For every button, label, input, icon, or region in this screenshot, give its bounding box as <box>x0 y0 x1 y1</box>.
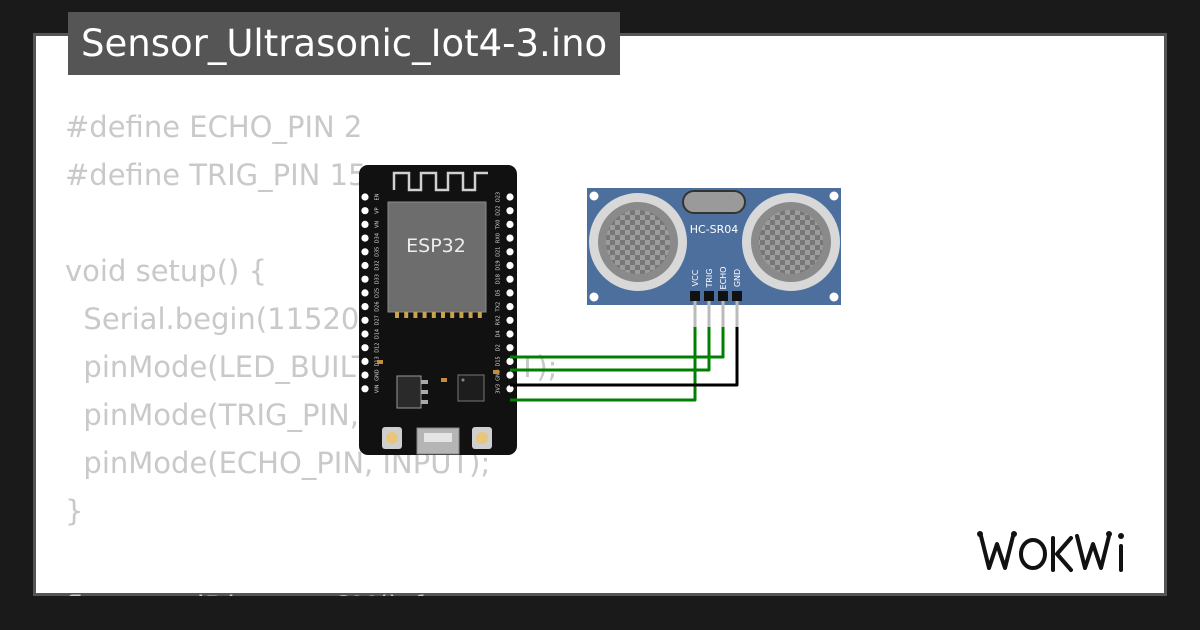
sensor-pin-label: GND <box>733 269 742 287</box>
esp32-pin-label: 3V3 <box>496 384 502 394</box>
esp32-pin-d35[interactable] <box>361 248 369 256</box>
esp32-pin-d4[interactable] <box>506 330 514 338</box>
esp32-pin-label: VP <box>375 207 381 213</box>
code-editor: #define ECHO_PIN 2 #define TRIG_PIN 15 voi… <box>65 103 557 596</box>
esp32-pin-rx0[interactable] <box>506 234 514 242</box>
esp32-pin-label: D15 <box>496 356 502 366</box>
esp32-chip <box>387 201 487 313</box>
esp32-pin-vp[interactable] <box>361 207 369 215</box>
esp32-pin-label: D25 <box>375 288 381 298</box>
usb-bridge-chip <box>457 374 485 402</box>
esp32-pin-label: RX2 <box>496 315 502 325</box>
preview-card <box>33 33 1167 596</box>
esp32-pin-label: D32 <box>375 260 381 270</box>
esp32-pin-label: TX0 <box>496 220 502 231</box>
wire-vcc <box>510 327 697 402</box>
esp32-pin-label: D33 <box>375 274 381 284</box>
esp32-pin-label: D2 <box>496 344 502 351</box>
sensor-pin-label: TRIG <box>705 268 714 288</box>
esp32-pin-d22[interactable] <box>506 207 514 215</box>
code-line: void setup() { <box>65 254 267 288</box>
esp32-pin-gnd[interactable] <box>361 371 369 379</box>
esp32-pin-rx2[interactable] <box>506 316 514 324</box>
esp32-pin-label: EN <box>375 193 381 200</box>
esp32-left-header: ENVPVND34D35D32D33D25D26D27D14D12D13GNDV… <box>361 193 381 393</box>
esp32-pin-3v3[interactable] <box>506 385 514 393</box>
esp32-pin-vn[interactable] <box>361 220 369 228</box>
esp32-pin-d21[interactable] <box>506 248 514 256</box>
code-line: Serial.begin(115200); <box>65 302 399 336</box>
crystal <box>682 190 746 214</box>
sensor-pin-label: VCC <box>691 269 700 286</box>
project-title: Sensor_Ultrasonic_Iot4-3.ino <box>68 12 621 75</box>
esp32-pin-label: D4 <box>496 330 502 337</box>
esp32-pin-label: D14 <box>375 329 381 339</box>
esp32-pin-label: RX0 <box>496 233 502 243</box>
esp32-pin-label: D19 <box>496 260 502 270</box>
esp32-pin-d27[interactable] <box>361 316 369 324</box>
sensor-pin-header: VCC TRIG ECHO GND <box>690 267 742 327</box>
esp32-pin-d25[interactable] <box>361 289 369 297</box>
sensor-pin-vcc[interactable] <box>690 291 700 301</box>
esp32-pin-tx2[interactable] <box>506 303 514 311</box>
esp32-pin-label: GND <box>496 369 502 381</box>
esp32-pin-d12[interactable] <box>361 344 369 352</box>
esp32-pin-label: D12 <box>375 343 381 353</box>
wire-gnd <box>510 327 739 387</box>
voltage-regulator <box>396 375 422 409</box>
esp32-pin-en[interactable] <box>361 193 369 201</box>
esp32-pin-label: D26 <box>375 301 381 311</box>
chip-pads <box>395 312 482 318</box>
esp32-pin-d33[interactable] <box>361 275 369 283</box>
esp32-pin-label: D18 <box>496 274 502 284</box>
wires <box>510 327 739 402</box>
transducer-right <box>742 193 840 291</box>
esp32-pin-label: D27 <box>375 315 381 325</box>
esp32-pin-d18[interactable] <box>506 275 514 283</box>
esp32-pin-gnd[interactable] <box>506 371 514 379</box>
antenna-trace <box>392 171 488 192</box>
esp32-pin-tx0[interactable] <box>506 220 514 228</box>
esp32-pin-d26[interactable] <box>361 303 369 311</box>
sensor-label: HC-SR04 <box>690 223 739 236</box>
esp32-pin-label: D21 <box>496 247 502 257</box>
wire-trig <box>510 327 711 372</box>
wokwi-logo <box>977 531 1124 572</box>
transducer-left <box>589 193 687 291</box>
code-line: float readDistanceCM() { <box>65 583 557 596</box>
esp32-pin-label: D23 <box>496 192 502 202</box>
esp32-pin-d23[interactable] <box>506 193 514 201</box>
chip-label: ESP32 <box>406 235 466 257</box>
esp32-pin-d13[interactable] <box>361 357 369 365</box>
hc-sr04-sensor[interactable]: HC-SR04 VCC TRIG ECHO GND <box>587 188 841 327</box>
sensor-pin-gnd[interactable] <box>732 291 742 301</box>
esp32-pin-d5[interactable] <box>506 289 514 297</box>
esp32-pin-label: D35 <box>375 247 381 257</box>
esp32-pin-d14[interactable] <box>361 330 369 338</box>
code-viewport: #define ECHO_PIN 2 #define TRIG_PIN 15 voi… <box>33 33 1167 596</box>
esp32-pin-d34[interactable] <box>361 234 369 242</box>
esp32-pin-d32[interactable] <box>361 261 369 270</box>
esp32-pin-label: D5 <box>496 289 502 296</box>
esp32-pin-label: D22 <box>496 206 502 216</box>
esp32-pin-d2[interactable] <box>506 344 514 352</box>
esp32-pin-d15[interactable] <box>506 357 514 365</box>
esp32-pin-label: D34 <box>375 233 381 243</box>
esp32-board[interactable]: ESP32 ENVPVND34D35D32D33D25D26D27D14D12D… <box>359 165 517 455</box>
sensor-pin-label: ECHO <box>719 267 728 290</box>
code-line: #define ECHO_PIN 2 <box>65 110 363 144</box>
code-line: } <box>65 494 84 528</box>
sensor-pin-echo[interactable] <box>718 291 728 301</box>
esp32-pin-label: TX2 <box>496 302 502 313</box>
esp32-pin-label: VN <box>375 221 381 228</box>
sensor-pin-trig[interactable] <box>704 291 714 301</box>
esp32-pin-label: GND <box>375 369 381 381</box>
code-line: #define TRIG_PIN 15 <box>65 158 367 192</box>
esp32-pin-vin[interactable] <box>361 385 369 393</box>
esp32-pin-d19[interactable] <box>506 261 514 270</box>
wire-echo <box>510 327 725 359</box>
esp32-pin-label: VIN <box>375 384 381 393</box>
